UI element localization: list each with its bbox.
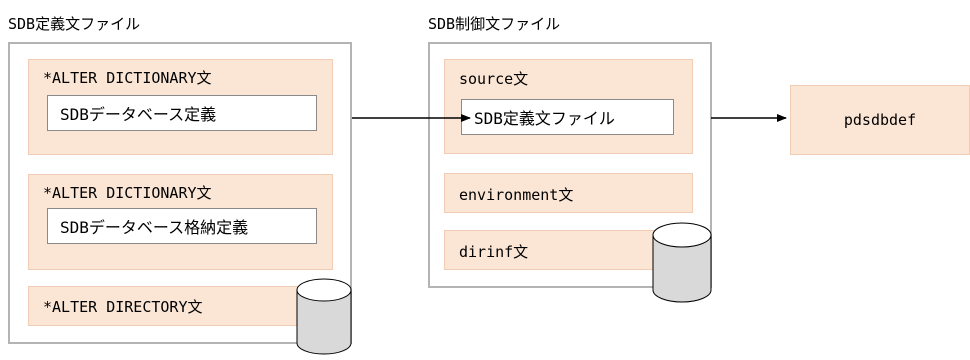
source-statement: source文 SDB定義文ファイル [444,59,693,154]
sdb-database-definition-box: SDBデータベース定義 [47,95,317,131]
statement-label: *ALTER DIRECTORY文 [43,298,203,316]
alter-directory-statement: *ALTER DIRECTORY文 [28,286,333,326]
definition-file-title: SDB定義文ファイル [8,15,141,33]
database-cylinder-icon-right [652,222,712,303]
control-file-title: SDB制御文ファイル [428,15,561,33]
database-cylinder-icon-left [296,278,352,355]
statement-label: *ALTER DICTIONARY文 [43,69,212,87]
sdb-definition-file-box: SDB定義文ファイル [461,99,674,135]
alter-dictionary-statement-1: *ALTER DICTIONARY文 SDBデータベース定義 [28,59,333,155]
dirinf-statement: dirinf文 [444,230,693,270]
alter-dictionary-statement-2: *ALTER DICTIONARY文 SDBデータベース格納定義 [28,174,333,270]
sdb-storage-definition-box: SDBデータベース格納定義 [47,208,317,244]
statement-label: *ALTER DICTIONARY文 [43,184,212,202]
statement-label: dirinf文 [459,243,529,261]
environment-statement: environment文 [444,173,693,213]
statement-label: environment文 [459,186,574,204]
statement-label: source文 [459,70,529,88]
pdsdbdef-command-box: pdsdbdef [790,85,970,155]
